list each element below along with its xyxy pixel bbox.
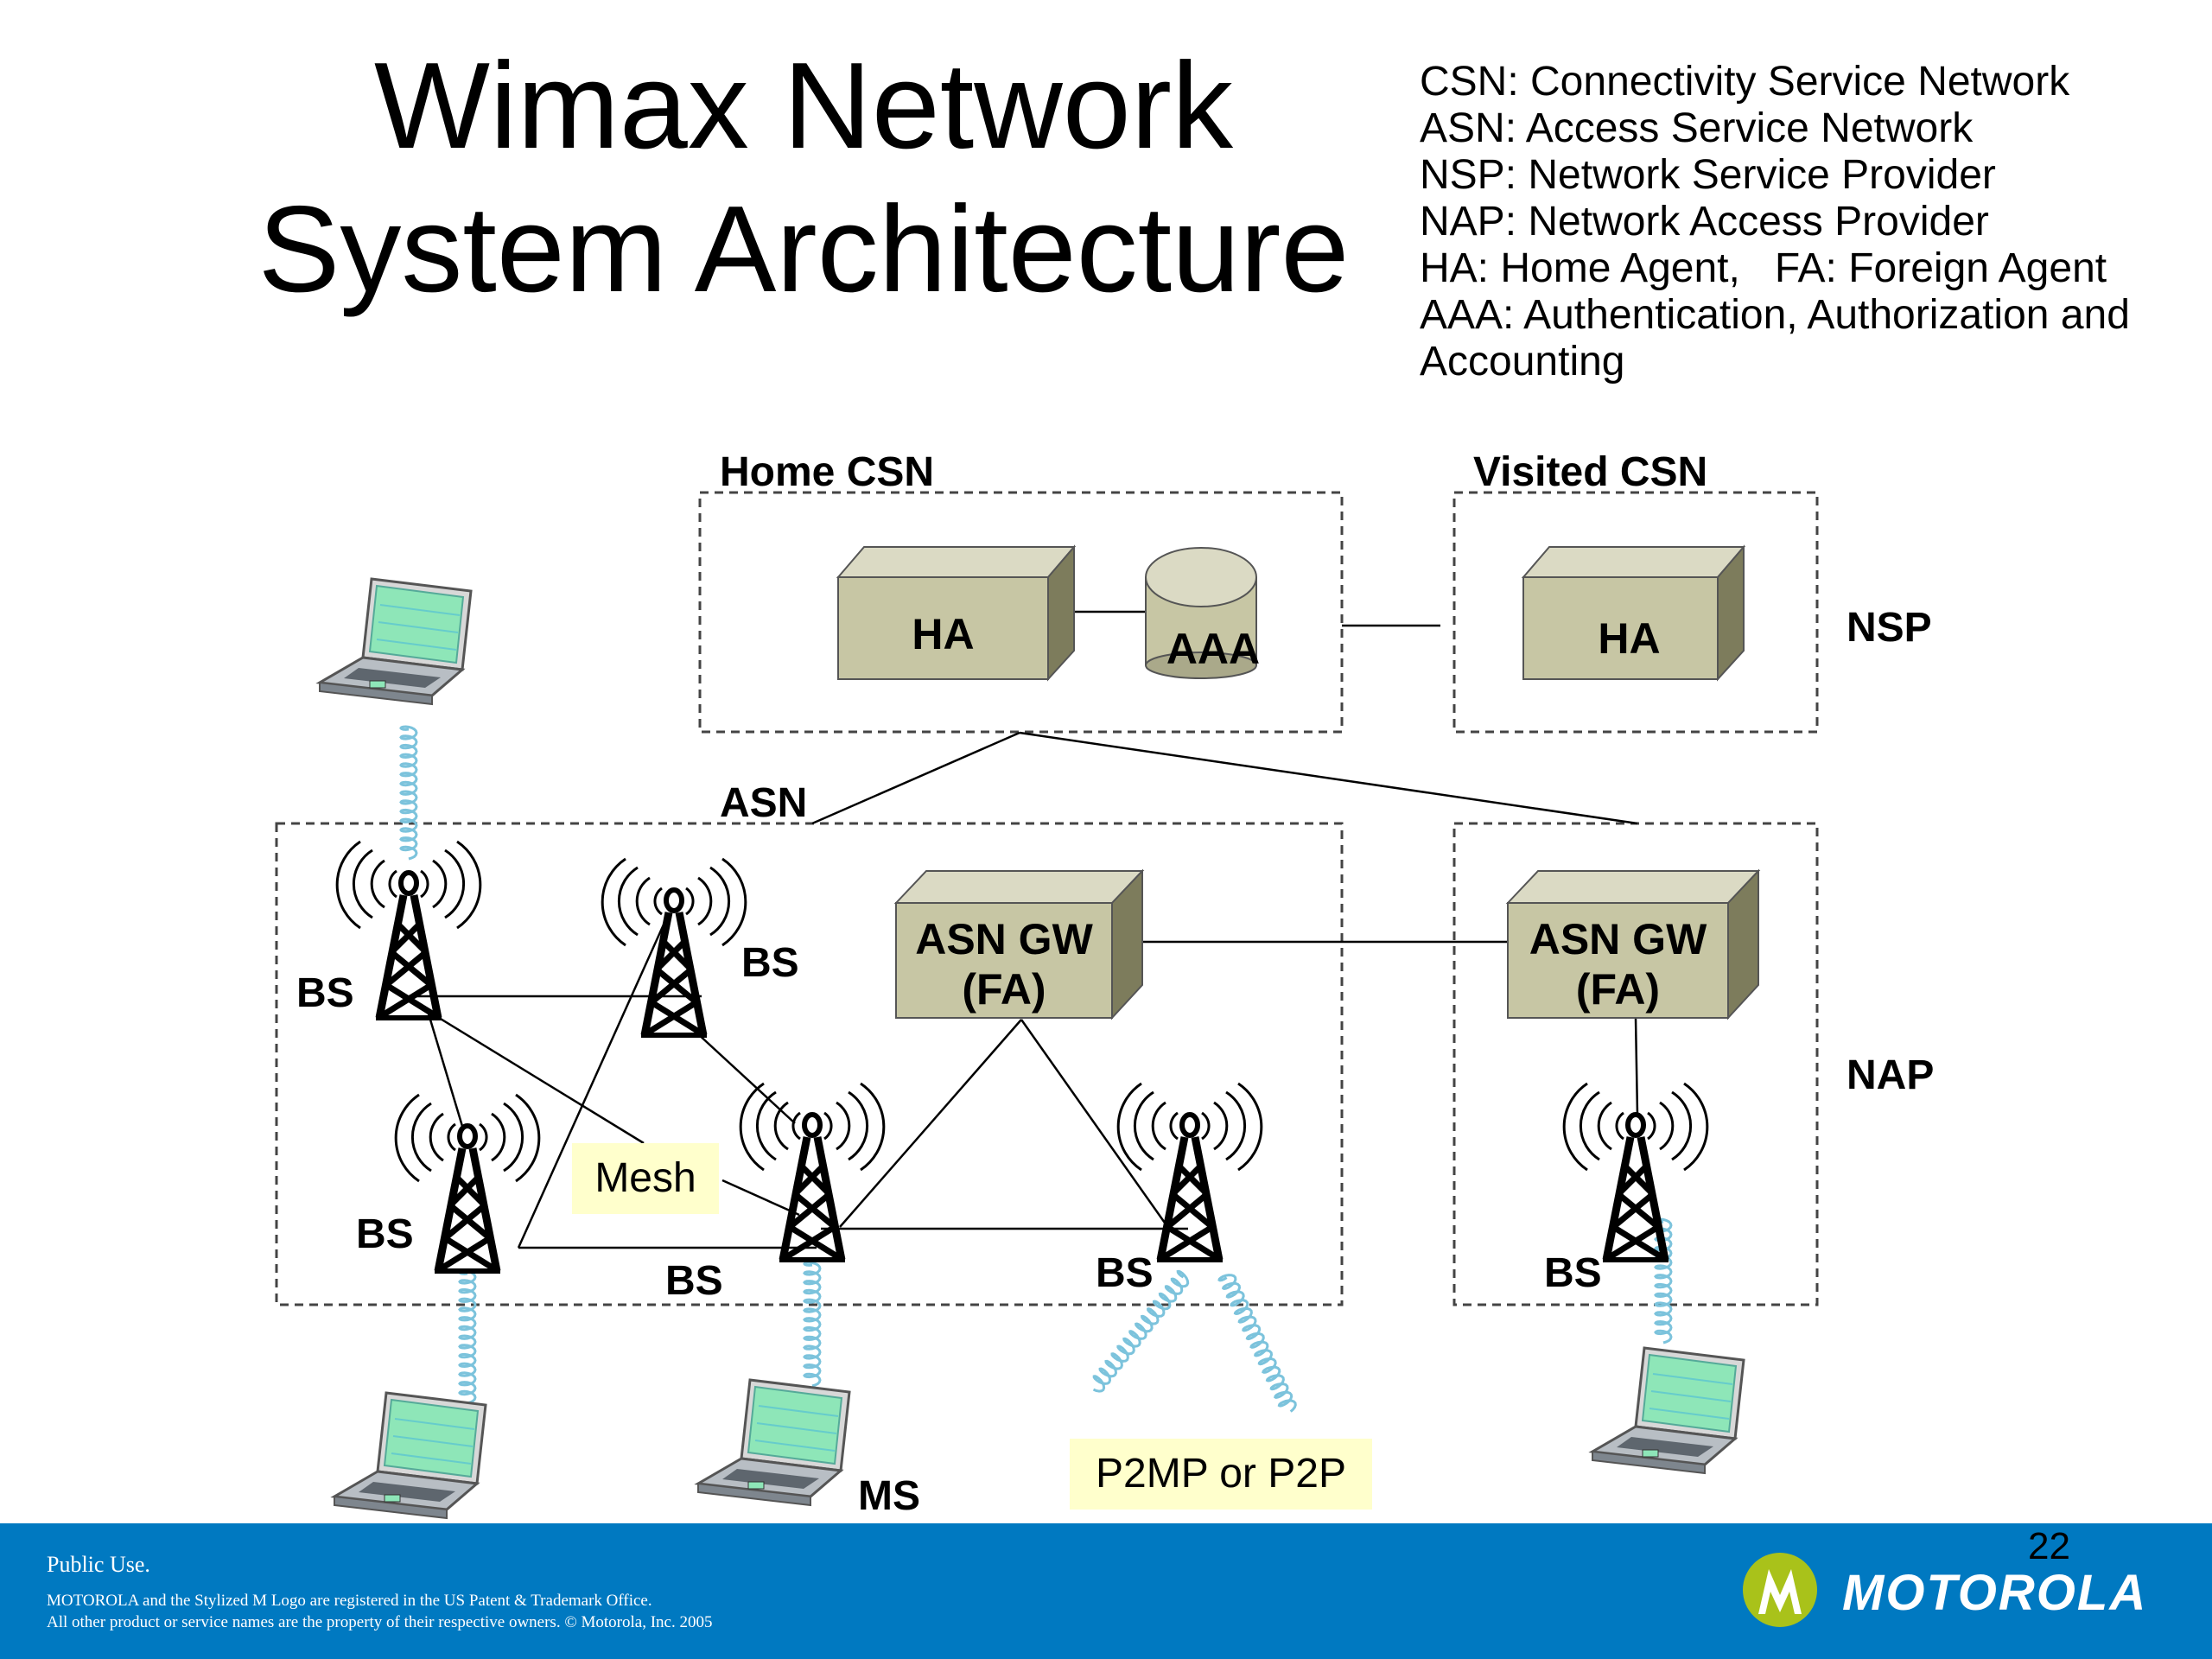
visited-csn-box bbox=[1452, 491, 1819, 734]
legend-nap: NAP: Network Access Provider bbox=[1420, 199, 1989, 245]
public-use-label: Public Use. bbox=[47, 1552, 150, 1577]
p2mp-callout: P2MP or P2P bbox=[1070, 1439, 1372, 1510]
bs-label-6: BS bbox=[1544, 1250, 1602, 1296]
bs-tower-3 bbox=[396, 1095, 539, 1271]
home-csn-label: Home CSN bbox=[720, 449, 935, 495]
title-line-1: Wimax Network bbox=[373, 37, 1234, 175]
asn-gw-right-label: ASN GW (FA) bbox=[1508, 914, 1728, 1014]
mesh-callout: Mesh bbox=[572, 1143, 719, 1214]
home-ha-label: HA bbox=[912, 610, 975, 658]
legend-aaa-cont: Accounting bbox=[1420, 339, 1625, 385]
nsp-label: NSP bbox=[1847, 605, 1932, 651]
bs-label-5: BS bbox=[1096, 1250, 1154, 1296]
bs-label-2: BS bbox=[741, 940, 799, 986]
bs-tower-4 bbox=[741, 1084, 884, 1260]
visited-ha-box bbox=[1521, 544, 1746, 682]
asn-label: ASN bbox=[720, 780, 808, 826]
footer-bar bbox=[0, 1523, 2212, 1659]
bs-label-3: BS bbox=[356, 1211, 414, 1257]
legend-csn: CSN: Connectivity Service Network bbox=[1420, 59, 2070, 105]
aaa-cylinder bbox=[1145, 547, 1257, 679]
asn-gw-right-line2: (FA) bbox=[1575, 965, 1661, 1014]
wireless-link-1 bbox=[399, 725, 418, 861]
asn-box bbox=[275, 822, 1344, 1306]
asn-gw-left-label: ASN GW (FA) bbox=[896, 914, 1112, 1014]
bs-label-4: BS bbox=[665, 1258, 723, 1304]
laptop-2 bbox=[333, 1391, 487, 1520]
slide-title: Wimax Network System Architecture bbox=[156, 35, 1452, 321]
legend-nsp: NSP: Network Service Provider bbox=[1420, 152, 1996, 198]
bs-tower-6 bbox=[1564, 1084, 1707, 1260]
ms-label: MS bbox=[858, 1473, 920, 1519]
wireless-link-6 bbox=[1654, 1217, 1673, 1344]
legal-line-1: MOTOROLA and the Stylized M Logo are reg… bbox=[47, 1592, 652, 1610]
asn-gw-left-line2: (FA) bbox=[962, 965, 1046, 1014]
bs-tower-5 bbox=[1118, 1084, 1262, 1260]
legal-text: MOTOROLA and the Stylized M Logo are reg… bbox=[47, 1590, 712, 1633]
asn-gw-left-line1: ASN GW bbox=[915, 915, 1093, 963]
aaa-label: AAA bbox=[1166, 625, 1261, 673]
visited-csn-label: Visited CSN bbox=[1473, 449, 1708, 495]
legal-line-2: All other product or service names are t… bbox=[47, 1613, 713, 1631]
laptop-ms bbox=[696, 1378, 851, 1507]
bs-tower-1 bbox=[337, 842, 480, 1018]
home-ha-box bbox=[836, 544, 1077, 682]
abbreviation-legend: CSN: Connectivity Service Network ASN: A… bbox=[1420, 59, 2130, 385]
legend-ha-fa: HA: Home Agent, FA: Foreign Agent bbox=[1420, 245, 2107, 291]
nap-label: NAP bbox=[1847, 1052, 1935, 1098]
laptop-1 bbox=[318, 577, 473, 706]
motorola-logo-icon bbox=[1743, 1553, 1817, 1627]
wireless-link-5 bbox=[1217, 1274, 1297, 1413]
laptop-4 bbox=[1591, 1346, 1745, 1475]
page-number: 22 bbox=[2028, 1525, 2070, 1567]
wireless-link-4 bbox=[1092, 1269, 1190, 1393]
brand-name: MOTOROLA bbox=[1842, 1565, 2148, 1621]
bs-tower-2 bbox=[602, 859, 746, 1035]
wireless-link-2 bbox=[458, 1269, 477, 1405]
asn-gw-right-box bbox=[1505, 868, 1761, 1020]
asn-gw-left-box bbox=[893, 868, 1145, 1020]
legend-aaa: AAA: Authentication, Authorization and bbox=[1420, 292, 2130, 338]
legend-asn: ASN: Access Service Network bbox=[1420, 105, 1974, 151]
title-line-2: System Architecture bbox=[257, 181, 1350, 318]
bs-label-1: BS bbox=[296, 970, 354, 1016]
asn-gw-right-line1: ASN GW bbox=[1529, 915, 1707, 963]
wireless-link-3 bbox=[803, 1261, 822, 1388]
visited-ha-label: HA bbox=[1598, 614, 1661, 663]
